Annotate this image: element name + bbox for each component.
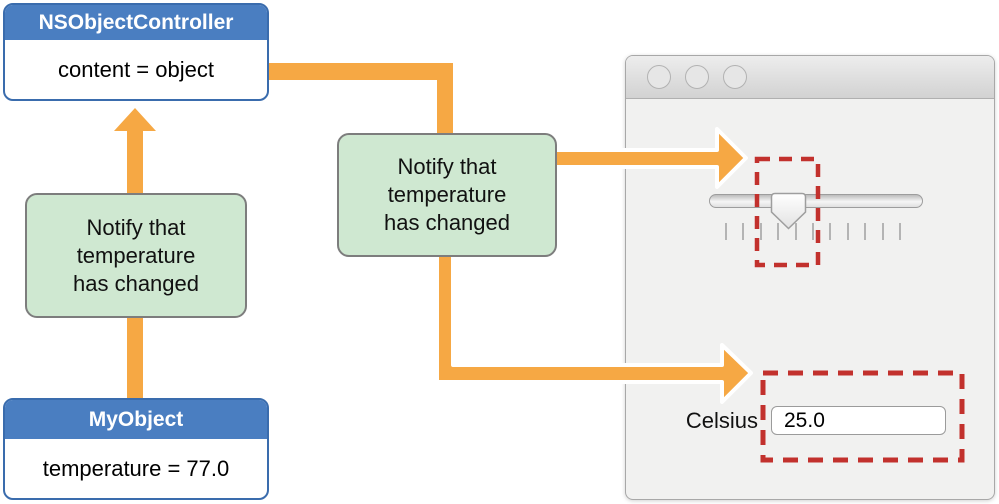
node-nsobjectcontroller: NSObjectController content = object [3, 3, 269, 101]
notify-line: has changed [384, 210, 510, 235]
notify-box-left: Notify that temperature has changed [25, 193, 247, 318]
temperature-slider-track[interactable] [709, 194, 923, 208]
notify-box-middle: Notify that temperature has changed [337, 133, 557, 257]
window-zoom-button-icon[interactable] [723, 65, 747, 89]
notify-line: has changed [73, 270, 199, 296]
node-title: MyObject [5, 400, 267, 439]
window-close-button-icon[interactable] [647, 65, 671, 89]
node-property: temperature = 77.0 [42, 455, 230, 481]
celsius-value-field[interactable] [771, 406, 946, 435]
window-minimize-button-icon[interactable] [685, 65, 709, 89]
notify-line: temperature [76, 242, 196, 268]
slider-tick-marks [725, 223, 901, 240]
node-myobject: MyObject temperature = 77.0 [3, 398, 269, 500]
connector-controller-to-notify [266, 63, 453, 137]
app-window: Celsius [625, 55, 995, 500]
node-title: NSObjectController [5, 5, 267, 40]
node-property: content = object [58, 56, 214, 82]
window-titlebar [626, 56, 994, 99]
celsius-label: Celsius [685, 408, 758, 433]
notify-line: Notify that [397, 154, 497, 179]
notify-line: Notify that [86, 214, 186, 240]
notify-line: temperature [387, 182, 507, 207]
